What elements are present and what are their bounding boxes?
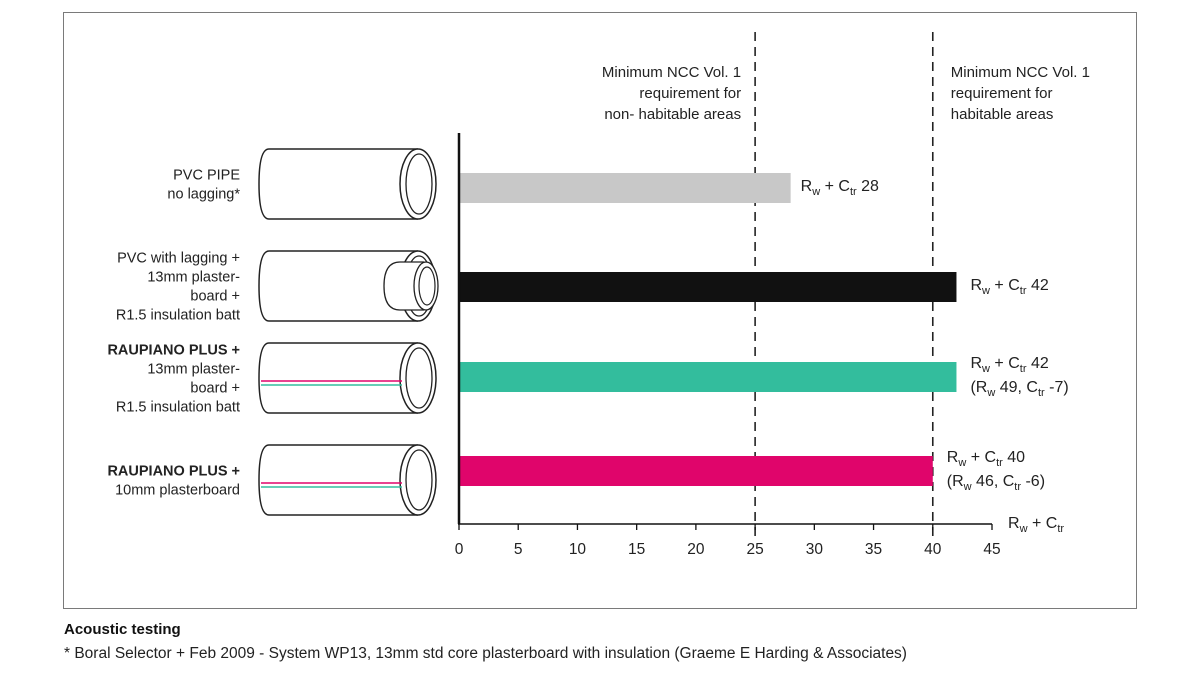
reference-label-25-line-2: requirement for [639,85,741,102]
x-tick-label-20: 20 [687,541,705,558]
caption-title: Acoustic testing [64,621,181,638]
bar-3-value-label: Rw + Ctr 42 [970,355,1048,375]
x-tick-label-40: 40 [924,541,942,558]
category-2-line-4: R1.5 insulation batt [116,308,240,324]
category-1-line-1: PVC PIPE [173,168,240,184]
category-3-line-4: R1.5 insulation batt [116,400,240,416]
reference-label-25-line-3: non- habitable areas [604,106,741,123]
x-tick-label-30: 30 [806,541,824,558]
bar-4-value-label: Rw + Ctr 40 [947,449,1025,469]
bar-2-value-label: Rw + Ctr 42 [970,277,1048,297]
x-tick-label-25: 25 [746,541,763,558]
category-4-line-2: 10mm plasterboard [115,483,240,499]
category-3-line-2: 13mm plaster- [147,362,240,378]
pipe-4-inner-end-icon [405,449,433,511]
category-1-line-2: no lagging* [167,187,240,203]
pipe-2-lagging-icon [383,261,424,311]
bar-1-value-label: Rw + Ctr 28 [801,178,879,198]
pipe-2-lagging-inner-icon [418,266,436,306]
reference-label-40-line-1: Minimum NCC Vol. 1 [951,64,1090,81]
x-tick-label-0: 0 [455,541,464,558]
category-2-line-3: board + [190,289,240,305]
category-4-line-1: RAUPIANO PLUS + [107,464,240,480]
chart-frame [63,12,1137,609]
bar-1 [459,173,791,203]
reference-label-40-line-2: requirement for [951,85,1053,102]
category-2-line-2: 13mm plaster- [147,270,240,286]
reference-label-25-line-1: Minimum NCC Vol. 1 [602,64,741,81]
x-tick-label-35: 35 [865,541,882,558]
bar-4 [459,456,933,486]
pipe-3-body-icon [258,342,418,414]
bar-3 [459,362,957,392]
pipe-3-inner-end-icon [405,347,433,409]
x-tick-label-10: 10 [569,541,587,558]
bar-2 [459,272,957,302]
bar-4-detail-label: (Rw 46, Ctr -6) [947,473,1045,493]
pipe-4-body-icon [258,444,418,516]
x-tick-label-45: 45 [983,541,1000,558]
pipe-1-inner-end-icon [405,153,433,215]
caption-footnote: * Boral Selector + Feb 2009 - System WP1… [64,645,907,662]
category-3-line-1: RAUPIANO PLUS + [107,343,240,359]
category-3-line-3: board + [190,381,240,397]
pipe-1-body-icon [258,148,418,220]
x-tick-label-5: 5 [514,541,523,558]
pipe-2-body-icon [258,250,418,322]
x-axis-unit-label: Rw + Ctr [1008,515,1064,535]
category-2-line-1: PVC with lagging + [117,251,240,267]
x-tick-label-15: 15 [628,541,645,558]
bar-3-detail-label: (Rw 49, Ctr -7) [970,379,1068,399]
reference-label-40-line-3: habitable areas [951,106,1054,123]
